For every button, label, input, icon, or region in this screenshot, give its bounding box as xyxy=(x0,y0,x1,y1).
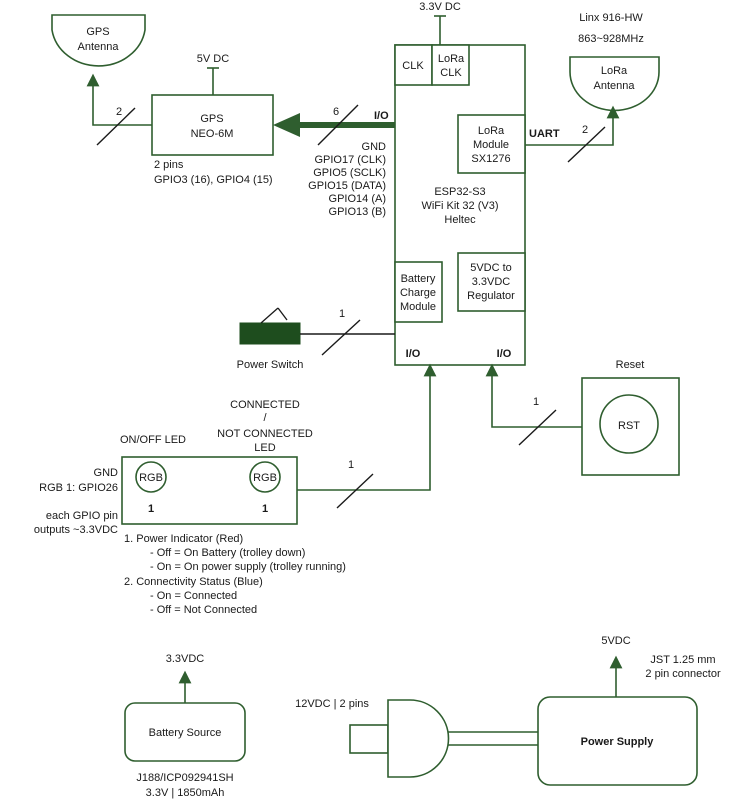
esp-pin-4: GPIO14 (A) xyxy=(329,193,386,205)
io-right-label: I/O xyxy=(497,348,512,360)
esp-pin-5: GPIO13 (B) xyxy=(329,206,386,218)
gps-module: 5V DC GPS NEO-6M 2 pins GPIO3 (16), GPIO… xyxy=(151,53,274,186)
battery-model: J188/ICP092941SH xyxy=(136,772,233,784)
note-5: - Off = Not Connected xyxy=(150,604,257,616)
power-switch: 1 Power Switch xyxy=(237,307,395,371)
gps-antenna-label-2: Antenna xyxy=(78,41,120,53)
battery-name: Battery Source xyxy=(149,727,222,739)
gps-module-name-1: GPS xyxy=(200,113,223,125)
gps-antenna-bus-count: 2 xyxy=(116,106,122,118)
rgb-led-2: RGB xyxy=(253,472,277,484)
lora-antenna-freq: 863~928MHz xyxy=(578,33,644,45)
gps-antenna-bus: 2 xyxy=(86,73,152,146)
lora-module-2: Module xyxy=(473,139,509,151)
io-left-label: I/O xyxy=(406,348,421,360)
esp-gps-bus: 6 I/O GND GPIO17 (CLK) GPIO5 (SCLK) GPIO… xyxy=(273,104,395,218)
rgb-led-1: RGB xyxy=(139,472,163,484)
lora-antenna-bus-count: 2 xyxy=(582,124,588,136)
lora-antenna-model: Linx 916-HW xyxy=(579,12,643,24)
gps-antenna-label-1: GPS xyxy=(86,26,109,38)
esp-pin-0: GND xyxy=(362,141,387,153)
led-bus-count: 1 xyxy=(348,459,354,471)
note-0: 1. Power Indicator (Red) xyxy=(124,533,243,545)
regulator-1: 5VDC to xyxy=(470,262,512,274)
esp32-board: 3.3V DC CLK LoRa CLK LoRa Module SX1276 … xyxy=(394,1,526,366)
gpio-note-2: outputs ~3.3VDC xyxy=(34,524,118,536)
lora-clk-label-2: CLK xyxy=(440,67,462,79)
gps-power-label: 5V DC xyxy=(197,53,229,65)
rgb-led-2-num: 1 xyxy=(262,503,268,515)
reset-bus-count: 1 xyxy=(533,396,539,408)
note-3: 2. Connectivity Status (Blue) xyxy=(124,576,263,588)
power-supply: 12VDC | 2 pins Power Supply 5VDC JST 1.2… xyxy=(295,635,721,786)
uart-label: UART xyxy=(529,128,560,140)
regulator-2: 3.3VDC xyxy=(472,276,511,288)
battery-charge-2: Charge xyxy=(400,287,436,299)
esp-bus-io: I/O xyxy=(374,110,389,122)
lora-antenna: Linx 916-HW 863~928MHz LoRa Antenna xyxy=(569,12,660,112)
ps-output-label: 5VDC xyxy=(601,635,630,647)
led-block: CONNECTED / NOT CONNECTED LED ON/OFF LED… xyxy=(34,363,437,536)
esp-name-2: WiFi Kit 32 (V3) xyxy=(421,200,498,212)
note-4: - On = Connected xyxy=(150,590,237,602)
power-switch-bus-count: 1 xyxy=(339,308,345,320)
gps-pins-2: GPIO3 (16), GPIO4 (15) xyxy=(154,174,273,186)
connected-label-2: / xyxy=(263,412,267,424)
battery-voltage: 3.3VDC xyxy=(166,653,205,665)
ps-input-label: 12VDC | 2 pins xyxy=(295,698,369,710)
esp-name-1: ESP32-S3 xyxy=(434,186,485,198)
connected-label-4: LED xyxy=(254,442,275,454)
power-switch-label: Power Switch xyxy=(237,359,304,371)
led-gnd-label: GND xyxy=(94,467,119,479)
lora-module-3: SX1276 xyxy=(471,153,510,165)
esp-name-3: Heltec xyxy=(444,214,476,226)
clk-label: CLK xyxy=(402,60,424,72)
ps-connector-2: 2 pin connector xyxy=(645,668,721,680)
esp-pin-3: GPIO15 (DATA) xyxy=(308,180,386,192)
battery-charge-1: Battery xyxy=(401,273,436,285)
esp-power-label: 3.3V DC xyxy=(419,1,461,13)
esp-bus-count: 6 xyxy=(333,106,339,118)
lora-module-1: LoRa xyxy=(478,125,505,137)
reset-label: Reset xyxy=(616,359,645,371)
regulator-3: Regulator xyxy=(467,290,515,302)
gps-pins-1: 2 pins xyxy=(154,159,184,171)
connected-label-1: CONNECTED xyxy=(230,399,300,411)
led-notes: 1. Power Indicator (Red) - Off = On Batt… xyxy=(124,533,346,616)
ps-connector-1: JST 1.25 mm xyxy=(650,654,715,666)
gpio-note-1: each GPIO pin xyxy=(46,510,118,522)
note-2: - On = On power supply (trolley running) xyxy=(150,561,346,573)
rst-button-label: RST xyxy=(618,420,640,432)
lora-antenna-bus: UART 2 xyxy=(525,105,620,163)
gps-module-name-2: NEO-6M xyxy=(191,128,234,140)
led-rgb-pin-label: RGB 1: GPIO26 xyxy=(39,482,118,494)
esp-pin-1: GPIO17 (CLK) xyxy=(314,154,386,166)
reset-block: Reset RST 1 xyxy=(485,359,680,476)
ps-name: Power Supply xyxy=(581,736,655,748)
gps-antenna: GPS Antenna xyxy=(51,14,146,67)
battery-spec: 3.3V | 1850mAh xyxy=(146,787,225,799)
lora-clk-label-1: LoRa xyxy=(438,53,465,65)
connected-label-3: NOT CONNECTED xyxy=(217,428,313,440)
esp-pin-2: GPIO5 (SCLK) xyxy=(313,167,386,179)
battery-source: 3.3VDC Battery Source J188/ICP092941SH 3… xyxy=(124,653,246,799)
onoff-led-label: ON/OFF LED xyxy=(120,434,186,446)
battery-charge-3: Module xyxy=(400,301,436,313)
lora-antenna-label-1: LoRa xyxy=(601,65,628,77)
note-1: - Off = On Battery (trolley down) xyxy=(150,547,305,559)
lora-antenna-label-2: Antenna xyxy=(594,80,636,92)
rgb-led-1-num: 1 xyxy=(148,503,154,515)
